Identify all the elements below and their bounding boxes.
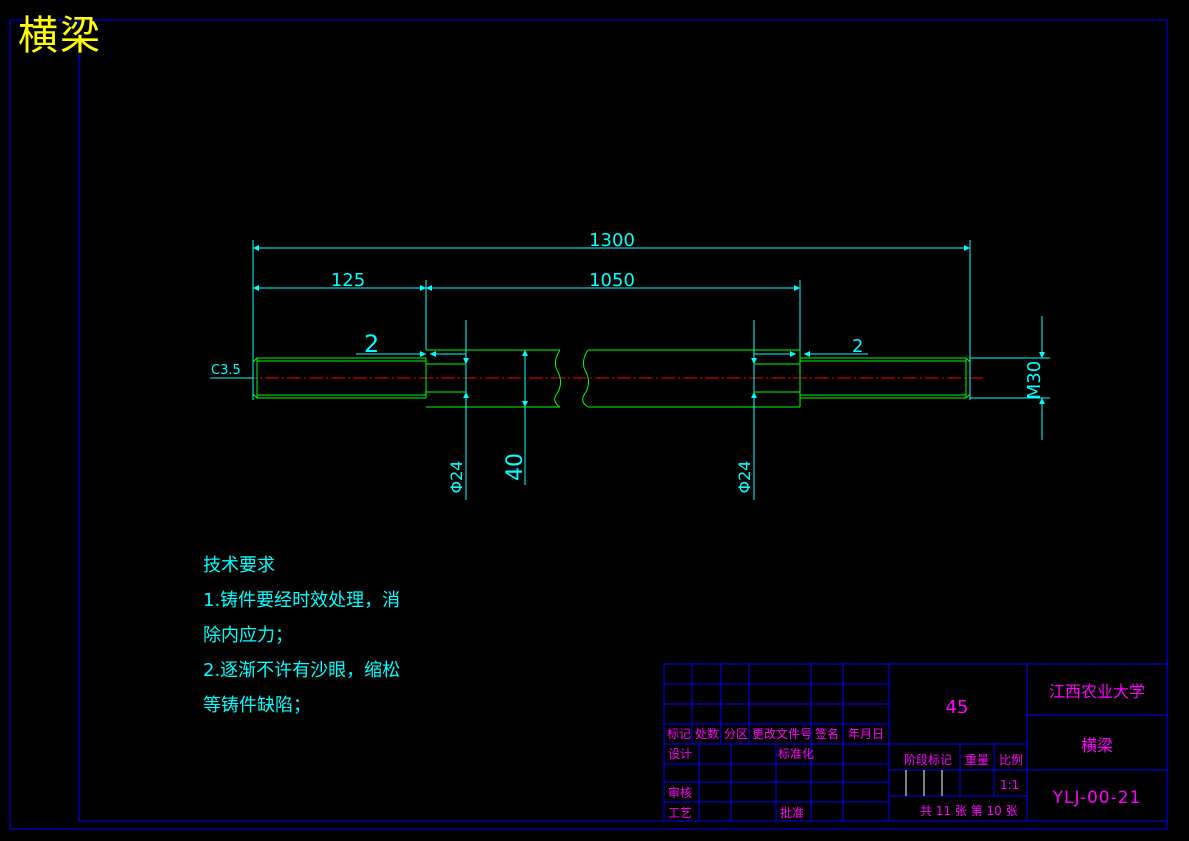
sheet-title: 横梁 — [18, 13, 102, 59]
technical-requirements: 技术要求 1.铸件要经时效处理，消 除内应力； 2.逐渐不许有沙眼，缩松 等铸件… — [203, 548, 400, 723]
drawing-number: YLJ-00-21 — [1052, 788, 1142, 808]
shaft-outline — [252, 349, 971, 408]
notes-line-3: 2.逐渐不许有沙眼，缩松 — [203, 660, 401, 681]
material: 45 — [946, 697, 969, 718]
dim-groove-dia-right: Φ24 — [735, 461, 754, 494]
inner-border — [78, 19, 1168, 822]
label-stage-mark: 阶段标记 — [904, 752, 952, 767]
label-process: 工艺 — [668, 806, 692, 820]
label-review: 审核 — [668, 785, 692, 800]
header-count: 处数 — [695, 726, 719, 741]
label-standardize: 标准化 — [778, 747, 814, 761]
header-change-doc: 更改文件号 — [752, 726, 812, 741]
dim-1050: 1050 — [589, 270, 635, 291]
dim-chamfer: C3.5 — [211, 363, 241, 378]
notes-heading: 技术要求 — [203, 555, 275, 576]
header-zone: 分区 — [724, 727, 748, 741]
header-mark: 标记 — [667, 727, 691, 741]
header-signature: 签名 — [815, 726, 839, 741]
dim-1300: 1300 — [589, 230, 635, 251]
dimensions — [210, 240, 1050, 500]
notes-line-1: 1.铸件要经时效处理，消 — [203, 590, 401, 611]
dim-bar-size: 40 — [503, 453, 528, 481]
school-name: 江西农业大学 — [1049, 682, 1145, 701]
label-design: 设计 — [668, 747, 692, 761]
outer-border — [9, 19, 1168, 830]
dim-125: 125 — [331, 270, 365, 291]
label-ratio: 比例 — [999, 753, 1023, 767]
title-block — [663, 663, 1168, 822]
dim-groove-right: 2 — [852, 336, 863, 357]
scale-value: 1:1 — [1000, 778, 1019, 792]
dim-thread: M30 — [1024, 361, 1045, 399]
sheet-count: 共 11 张 第 10 张 — [920, 804, 1018, 818]
label-weight: 重量 — [965, 753, 989, 767]
label-approve: 批准 — [780, 805, 804, 820]
notes-line-2: 除内应力； — [203, 625, 293, 646]
dim-groove-left: 2 — [364, 330, 379, 358]
dim-groove-dia-left: Φ24 — [447, 461, 466, 494]
part-name: 横梁 — [1081, 736, 1113, 755]
header-date: 年月日 — [848, 727, 884, 741]
notes-line-4: 等铸件缺陷； — [203, 695, 311, 716]
